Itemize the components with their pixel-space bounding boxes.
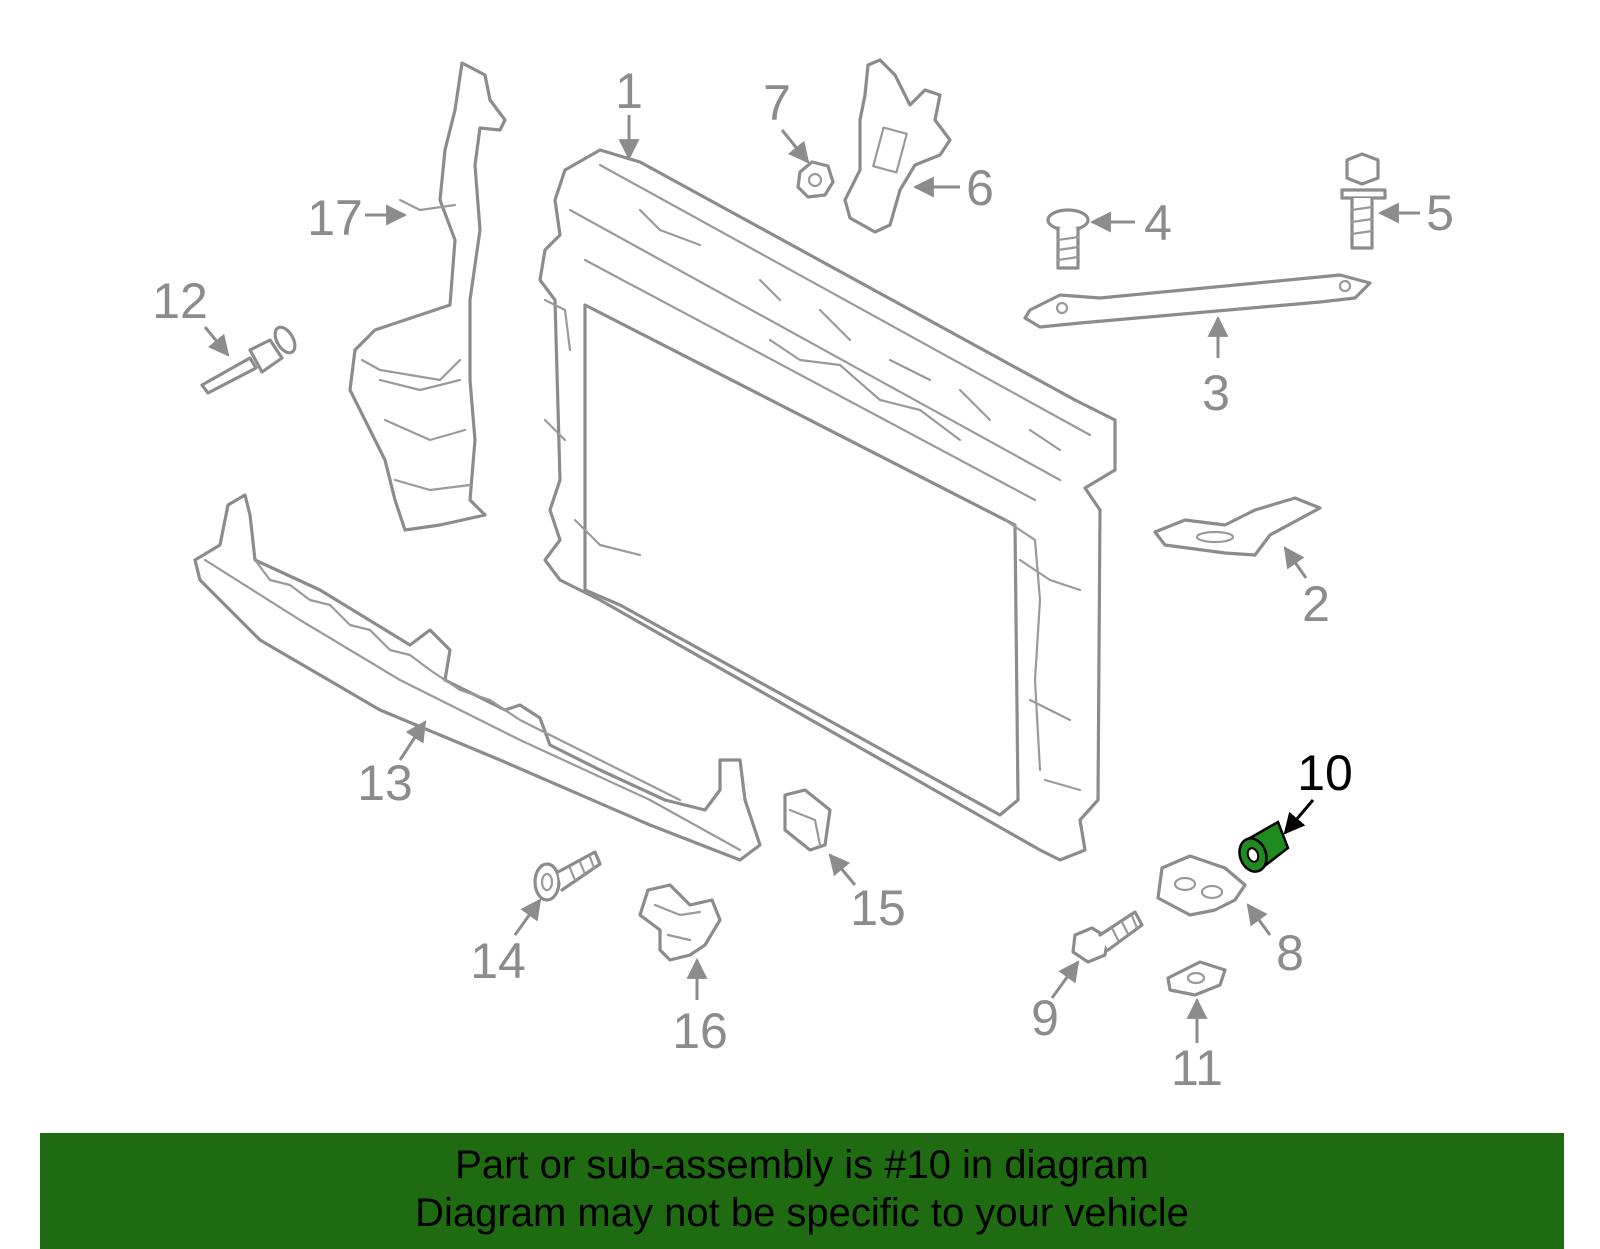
part-10-grommet-highlighted[interactable] bbox=[1235, 820, 1290, 875]
callout-5[interactable]: 5 bbox=[1426, 185, 1454, 241]
callout-3[interactable]: 3 bbox=[1202, 365, 1230, 421]
part-3-upper-brace[interactable] bbox=[1023, 273, 1372, 329]
part-5-bolt[interactable] bbox=[1340, 152, 1387, 250]
callout-9[interactable]: 9 bbox=[1031, 990, 1059, 1046]
part-2-bracket[interactable] bbox=[1153, 496, 1322, 557]
callout-leaders bbox=[203, 115, 1420, 1043]
part-8-bracket[interactable] bbox=[1156, 854, 1247, 917]
banner-line-2: Diagram may not be specific to your vehi… bbox=[415, 1191, 1189, 1235]
part-16-bracket[interactable] bbox=[638, 883, 722, 962]
part-15-clip[interactable] bbox=[783, 788, 832, 852]
part-9-bolt[interactable] bbox=[1071, 910, 1144, 964]
part-4-screw[interactable] bbox=[1046, 208, 1090, 270]
callout-13[interactable]: 13 bbox=[357, 755, 413, 811]
part-1-radiator-support[interactable] bbox=[538, 148, 1117, 862]
part-12-rivet[interactable] bbox=[200, 324, 299, 395]
part-11-clip-nut[interactable] bbox=[1166, 960, 1227, 997]
callout-labels: 1 2 3 4 5 6 7 8 9 10 11 12 13 14 15 16 1… bbox=[152, 63, 1454, 1096]
part-7-nut[interactable] bbox=[796, 160, 835, 199]
callout-14[interactable]: 14 bbox=[470, 933, 526, 989]
callout-12[interactable]: 12 bbox=[152, 273, 208, 329]
part-13-lower-deflector[interactable] bbox=[193, 493, 762, 862]
callout-17[interactable]: 17 bbox=[307, 190, 363, 246]
callout-1[interactable]: 1 bbox=[615, 63, 643, 119]
callout-15[interactable]: 15 bbox=[850, 880, 906, 936]
part-6-bracket[interactable] bbox=[843, 58, 952, 234]
part-17-air-guide[interactable] bbox=[348, 61, 507, 532]
callout-10[interactable]: 10 bbox=[1297, 745, 1353, 801]
callout-16[interactable]: 16 bbox=[672, 1003, 728, 1059]
callout-11[interactable]: 11 bbox=[1171, 1040, 1223, 1096]
callout-4[interactable]: 4 bbox=[1144, 195, 1172, 251]
callout-8[interactable]: 8 bbox=[1276, 925, 1304, 981]
callout-7[interactable]: 7 bbox=[763, 75, 791, 131]
parts-diagram: 1 2 3 4 5 6 7 8 9 10 11 12 13 14 15 16 1… bbox=[152, 58, 1454, 1096]
banner-line-1: Part or sub-assembly is #10 in diagram bbox=[455, 1143, 1149, 1187]
info-banner: Part or sub-assembly is #10 in diagram D… bbox=[40, 1133, 1564, 1249]
callout-2[interactable]: 2 bbox=[1302, 576, 1330, 632]
callout-6[interactable]: 6 bbox=[966, 160, 994, 216]
part-14-bolt[interactable] bbox=[533, 850, 602, 902]
